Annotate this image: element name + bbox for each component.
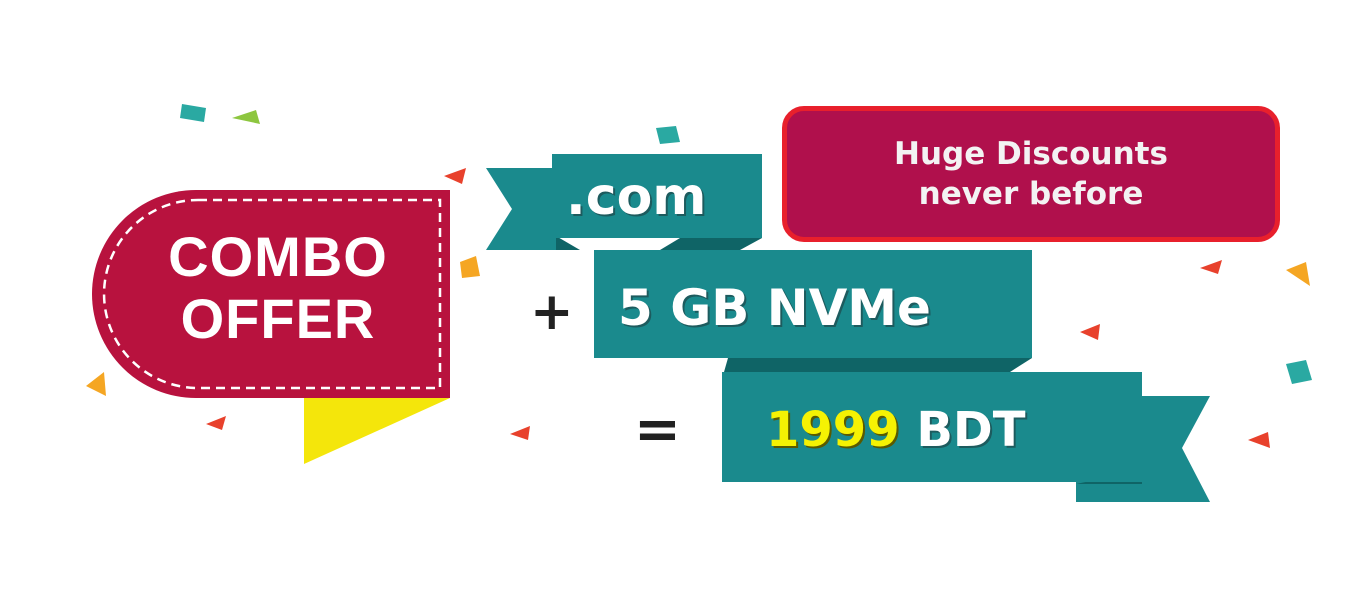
confetti-piece — [444, 168, 466, 184]
confetti-piece — [510, 426, 530, 440]
confetti-piece — [232, 110, 260, 124]
offer-line: OFFER — [180, 287, 376, 350]
discount-line-1: Huge Discounts — [894, 136, 1168, 172]
ribbon-price — [722, 358, 1210, 502]
confetti-piece — [1286, 360, 1312, 384]
confetti-piece — [1248, 432, 1270, 448]
discount-callout: Huge Discounts never before — [782, 106, 1280, 242]
confetti-piece — [206, 416, 226, 430]
price-amount: 1999 — [766, 402, 900, 458]
combo-line: COMBO — [168, 225, 388, 288]
discount-line-2: never before — [918, 176, 1144, 212]
confetti-piece — [1080, 324, 1100, 340]
confetti — [86, 104, 1312, 448]
price-currency: BDT — [916, 402, 1026, 458]
storage-label: 5 GB NVMe — [618, 279, 931, 337]
domain-label: .com — [566, 167, 707, 227]
confetti-piece — [1200, 260, 1222, 274]
price-label: 1999 BDT — [766, 398, 1025, 462]
confetti-piece — [1286, 262, 1310, 286]
confetti-piece — [86, 372, 106, 396]
confetti-piece — [460, 256, 480, 278]
plus-sign: + — [530, 282, 574, 342]
yellow-flag — [304, 390, 450, 464]
confetti-piece — [656, 126, 680, 144]
ribbon-storage — [594, 250, 1032, 358]
confetti-piece — [180, 104, 206, 122]
combo-badge — [92, 190, 450, 398]
equals-sign: = — [634, 397, 681, 462]
combo-offer-title: COMBO OFFER — [128, 226, 428, 350]
ribbon-domain — [486, 154, 762, 250]
